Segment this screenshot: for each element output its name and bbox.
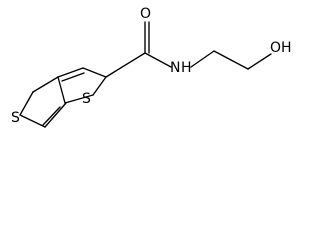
carbonyl-oxygen-label: O [140,6,151,22]
bond-left-ring-bottom-double [44,102,67,128]
bond-left-ring-top [32,76,59,93]
bond-right-ring-top-double-inner [61,72,85,82]
amide-hydrogen-label: H [181,60,192,76]
bond-nitrogen-to-chain [190,50,215,68]
molecule-structure: S S O N H OH [11,6,292,128]
bond-left-ring-lower-left [19,114,46,128]
bond-right-ring-upper [82,67,107,78]
bond-left-ring-bottom-double-inner [42,106,61,126]
bond-left-ring-upper-right [57,76,66,104]
sulfur-left-label: S [11,110,20,126]
amide-nitrogen-label: N [170,60,180,76]
structure-canvas: S S O N H OH [11,6,292,128]
bond-left-ring-left [19,91,34,116]
bond-carbonyl-to-nitrogen [144,52,172,68]
bond-ring-to-carbonyl [105,52,146,78]
bond-right-ring-top-double [57,67,84,78]
bond-chain-to-oh [247,53,272,70]
sulfur-right-label: S [82,91,91,107]
hydroxyl-label: OH [270,40,292,56]
bond-right-ring-lower [64,94,94,104]
bond-chain-middle [213,50,249,70]
bond-right-ring-to-sulfur [92,76,107,96]
